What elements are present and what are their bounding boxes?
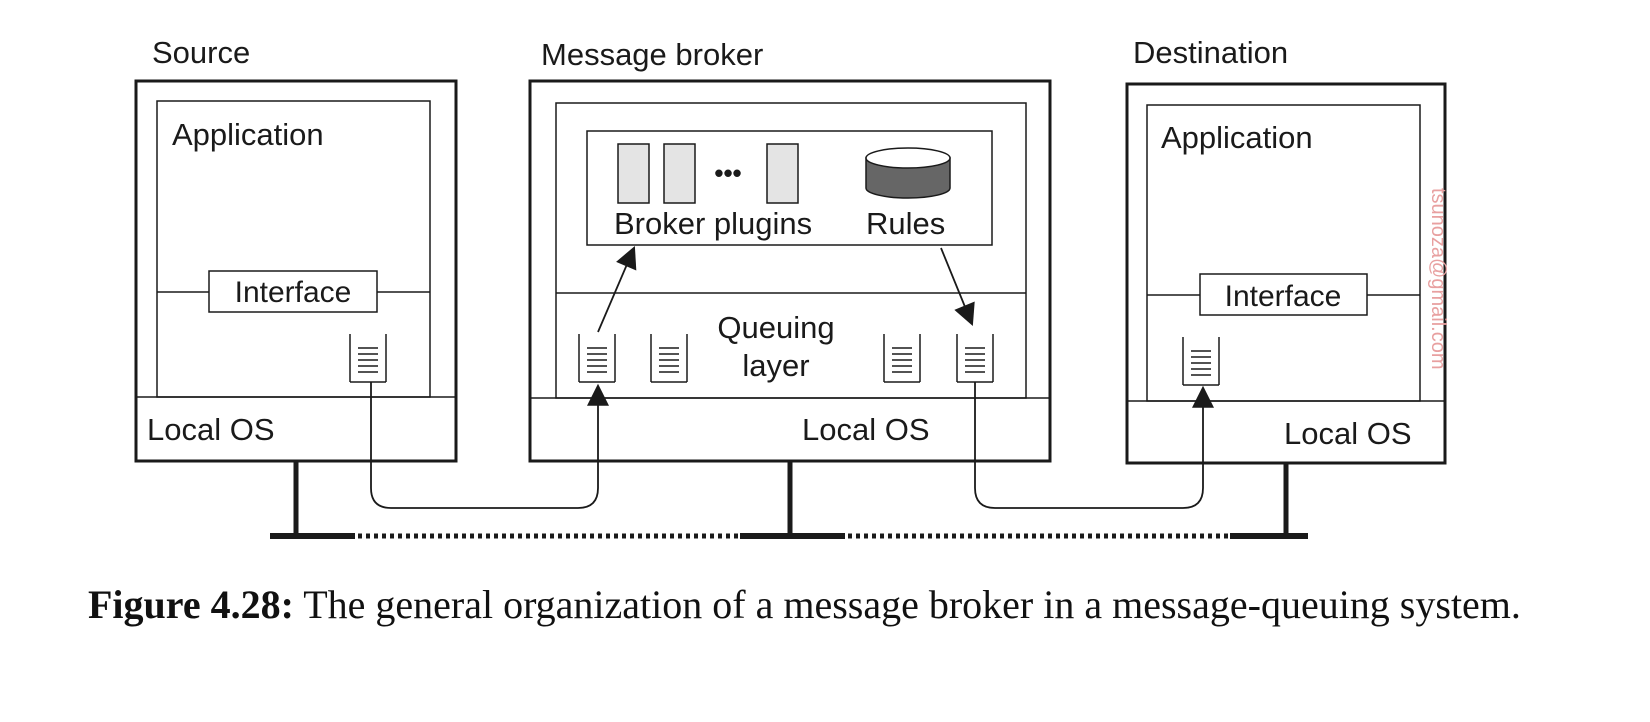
destination-machine: Destination Application Interface Local … bbox=[1125, 35, 1449, 465]
source-local-os-label: Local OS bbox=[147, 412, 275, 447]
destination-interface-box bbox=[1199, 273, 1368, 316]
plugins-ellipsis: ••• bbox=[714, 158, 741, 188]
broker-queue-icon bbox=[955, 333, 995, 383]
plugin-block bbox=[617, 143, 650, 204]
path-source-to-broker bbox=[370, 382, 609, 509]
source-interface-label: Interface bbox=[235, 276, 352, 309]
destination-application-label: Application bbox=[1161, 120, 1313, 155]
broker-queue-icon bbox=[577, 333, 617, 383]
rules-label: Rules bbox=[866, 206, 945, 241]
broker-title: Message broker bbox=[541, 37, 763, 72]
plugin-block bbox=[766, 143, 799, 204]
destination-title: Destination bbox=[1133, 35, 1288, 70]
rules-database-icon bbox=[865, 147, 951, 199]
broker-plugins-label: Broker plugins bbox=[614, 206, 812, 241]
arrow-queue-to-plugins bbox=[597, 245, 637, 333]
source-title: Source bbox=[152, 35, 250, 70]
queuing-layer-label-1: Queuing bbox=[717, 310, 834, 345]
caption-text: The general organization of a message br… bbox=[303, 582, 1521, 627]
figure-caption: Figure 4.28: The general organization of… bbox=[88, 580, 1588, 630]
broker-machine: Message broker ••• Broker plugins Rules … bbox=[528, 37, 1052, 463]
broker-local-os-label: Local OS bbox=[802, 412, 930, 447]
figure-number: Figure 4.28: bbox=[88, 582, 294, 627]
plugins-rules-box bbox=[586, 130, 993, 246]
source-application-label: Application bbox=[172, 117, 324, 152]
queuing-layer-label-2: layer bbox=[742, 348, 809, 383]
watermark-text: tsunoza@gmail.com bbox=[1427, 188, 1449, 369]
plugin-block bbox=[663, 143, 696, 204]
source-interface-box bbox=[208, 270, 378, 313]
destination-interface-label: Interface bbox=[1225, 280, 1342, 313]
destination-local-os-label: Local OS bbox=[1284, 416, 1412, 451]
path-broker-to-destination bbox=[974, 382, 1214, 509]
broker-queue-icon bbox=[882, 333, 922, 383]
network-bus bbox=[270, 462, 1308, 539]
source-queue-icon bbox=[348, 333, 388, 383]
destination-queue-icon bbox=[1181, 336, 1221, 386]
source-machine: Source Application Interface Local OS bbox=[134, 35, 458, 463]
arrow-rules-to-queue bbox=[940, 247, 975, 327]
broker-queue-icon bbox=[649, 333, 689, 383]
